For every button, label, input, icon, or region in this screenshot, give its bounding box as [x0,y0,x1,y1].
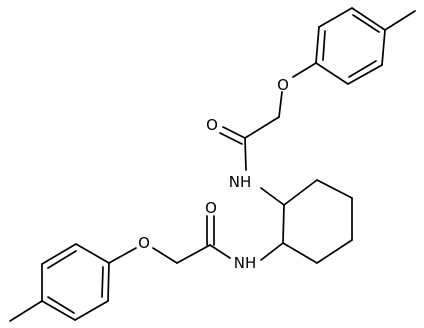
atom-label-nh-top: NH [229,173,252,191]
bond [381,29,386,66]
bond [41,243,77,265]
bond-ch2-o-bottom [152,247,178,264]
bond [283,179,318,206]
bond-n-carbonyl-bottom [209,244,231,259]
bottom-tolyl-ring [41,243,110,321]
atom-label-o-ether-top: O [277,76,289,94]
bond-carbonyl-ch2-bottom [176,244,211,264]
bond-ch2-carbonyl-top [244,116,280,139]
bond [316,179,353,199]
bond-n-ring-top [260,187,285,206]
bond [282,204,285,244]
bond-aromatic-inner [47,250,77,269]
bond-aromatic-inner [352,14,380,33]
bond [315,62,349,85]
cyclohexane-ring [282,179,353,264]
atom-label-nh-bottom: NH [234,254,257,272]
bond [318,7,353,28]
bond-aromatic-inner [348,60,377,78]
bond [74,300,109,321]
atom-label-o-ether-bottom: O [138,234,150,252]
atom-label-o-carbonyl-bottom: O [205,199,217,217]
bond-aromatic-inner [322,30,326,61]
bond-n-ring-bottom [260,242,284,261]
bond [41,300,76,321]
bond-o-ch2-top [278,91,283,118]
bond-o-ring-bottom [108,247,137,264]
bond [75,243,110,264]
atom-label-o-carbonyl-top: O [206,116,218,134]
bond-carbonyl-double-b [219,132,243,145]
bond [107,262,110,302]
bond [351,7,386,31]
methyl-bond-bottom [9,300,43,322]
bond-carbonyl-n-top [244,137,247,171]
top-tolyl-ring [315,7,386,85]
bond [316,239,353,264]
bond-carbonyl-double-a [222,126,246,139]
bond-aromatic-inner [47,296,75,314]
methyl-bond-top [384,10,416,31]
bond-ring-to-o-top [292,62,317,78]
bond [347,64,383,85]
bond [315,26,320,64]
bond [282,242,318,264]
bond-aromatic-inner [101,266,104,298]
